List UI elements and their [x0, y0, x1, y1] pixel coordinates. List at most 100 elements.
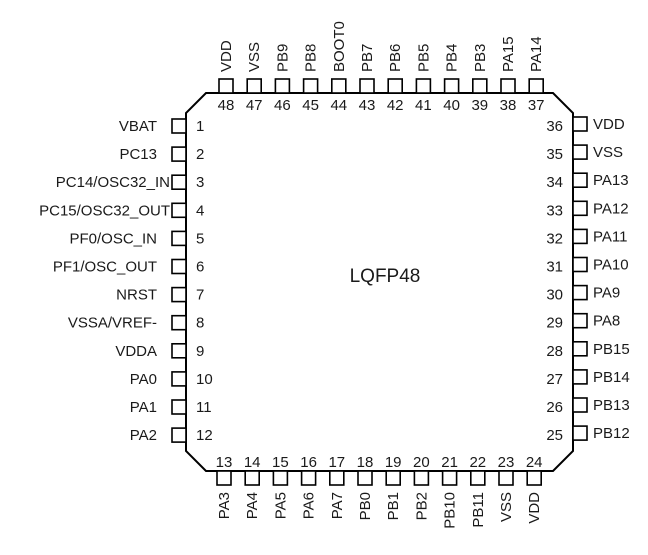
pin-pad-24	[526, 470, 543, 486]
pin-label-45: PB8	[303, 44, 320, 72]
pin-number-6: 6	[196, 259, 204, 276]
pin-number-29: 29	[546, 315, 563, 332]
pin-pad-31	[572, 256, 588, 273]
pin-pad-5	[171, 230, 187, 247]
pin-pad-47	[246, 78, 262, 94]
pin-number-46: 46	[274, 97, 291, 114]
pin-label-21: PB10	[442, 492, 459, 529]
pin-number-7: 7	[196, 287, 204, 304]
pin-pad-39	[471, 78, 488, 94]
pin-label-47: VSS	[246, 42, 263, 72]
pin-number-26: 26	[546, 399, 563, 416]
pin-label-25: PB12	[593, 425, 630, 442]
pin-label-14: PA4	[244, 492, 261, 519]
pin-pad-37	[528, 78, 545, 94]
pin-pad-3	[171, 174, 187, 190]
pin-label-43: PB7	[359, 44, 376, 72]
pin-label-27: PB14	[593, 369, 630, 386]
pin-number-16: 16	[300, 454, 317, 471]
pin-pad-12	[171, 427, 187, 443]
pin-pad-46	[274, 78, 291, 94]
pin-number-42: 42	[387, 97, 404, 114]
package-body	[185, 92, 574, 472]
pin-label-4: PC15/OSC32_OUT	[39, 202, 170, 219]
pin-pad-8	[171, 314, 187, 331]
pin-pad-21	[441, 470, 458, 486]
pin-number-19: 19	[385, 454, 402, 471]
pin-number-36: 36	[546, 118, 563, 135]
pin-number-17: 17	[328, 454, 345, 471]
pin-pad-18	[357, 470, 373, 486]
pin-pad-42	[387, 78, 404, 94]
pin-pad-2	[171, 146, 187, 162]
pin-label-37: PA14	[528, 36, 545, 72]
pin-pad-25	[572, 425, 588, 441]
pin-number-9: 9	[196, 343, 204, 360]
pin-number-30: 30	[546, 287, 563, 304]
pin-number-25: 25	[546, 427, 563, 444]
pin-number-8: 8	[196, 315, 204, 332]
pin-number-33: 33	[546, 202, 563, 219]
pin-pad-15	[272, 470, 289, 486]
pin-label-19: PB1	[385, 492, 402, 520]
pin-pad-16	[300, 470, 317, 486]
pin-label-5: PF0/OSC_IN	[69, 230, 157, 247]
pin-number-37: 37	[528, 97, 545, 114]
pin-number-35: 35	[546, 146, 563, 163]
pin-pad-4	[171, 202, 187, 219]
pin-label-34: PA13	[593, 172, 629, 189]
pin-number-5: 5	[196, 230, 204, 247]
pin-pad-10	[171, 371, 187, 387]
pin-label-1: VBAT	[119, 118, 157, 135]
pin-number-34: 34	[546, 174, 563, 191]
pin-pad-1	[171, 118, 187, 134]
pin-label-3: PC14/OSC32_IN	[56, 174, 170, 191]
pin-number-28: 28	[546, 343, 563, 360]
pin-label-12: PA2	[130, 427, 157, 444]
pin-label-31: PA10	[593, 257, 629, 274]
pin-pad-32	[572, 228, 588, 245]
pin-number-48: 48	[218, 97, 235, 114]
pin-pad-13	[216, 470, 232, 486]
pin-pad-17	[328, 470, 345, 486]
pin-label-7: NRST	[116, 287, 157, 304]
pin-label-41: PB5	[415, 44, 432, 72]
pin-number-39: 39	[471, 97, 488, 114]
pin-label-11: PA1	[130, 399, 157, 416]
pin-number-31: 31	[546, 259, 563, 276]
pin-label-13: PA3	[216, 492, 233, 519]
pin-number-20: 20	[413, 454, 430, 471]
pin-pad-6	[171, 258, 187, 275]
pin-number-14: 14	[244, 454, 261, 471]
pin-number-1: 1	[196, 118, 204, 135]
pin-number-3: 3	[196, 174, 204, 191]
pin-label-36: VDD	[593, 116, 625, 133]
pin-label-2: PC13	[119, 146, 157, 163]
pin-pad-23	[498, 470, 514, 486]
pin-number-32: 32	[546, 230, 563, 247]
pin-number-45: 45	[302, 97, 319, 114]
pin-pad-20	[413, 470, 430, 486]
pin-label-48: VDD	[218, 40, 235, 72]
pin-pad-26	[572, 397, 588, 413]
pin-pad-33	[572, 200, 588, 217]
pin-pad-48	[218, 78, 234, 94]
pin-label-29: PA8	[593, 313, 620, 330]
pin-label-42: PB6	[387, 44, 404, 72]
pin-label-33: PA12	[593, 200, 629, 217]
pin-number-43: 43	[359, 97, 376, 114]
pin-label-9: VDDA	[115, 343, 157, 360]
pin-pad-29	[572, 312, 588, 329]
pin-label-40: PB4	[444, 44, 461, 72]
pin-label-17: PA7	[329, 492, 346, 519]
pin-pad-38	[500, 78, 516, 94]
pin-pad-35	[572, 144, 588, 160]
pin-label-30: PA9	[593, 285, 620, 302]
pin-number-27: 27	[546, 371, 563, 388]
pin-label-32: PA11	[593, 228, 627, 245]
pin-label-46: PB9	[274, 44, 291, 72]
pin-number-44: 44	[330, 97, 347, 114]
pin-pad-28	[572, 340, 588, 357]
